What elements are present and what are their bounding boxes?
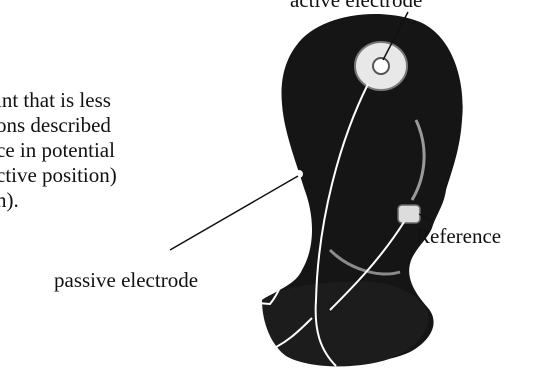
body-line-4: ctive position): [0, 163, 117, 187]
label-reference: Reference: [416, 224, 501, 248]
body-line-1: int that is less: [0, 88, 111, 112]
label-active-electrode: active electrode: [290, 0, 422, 12]
label-passive-electrode: passive electrode: [54, 268, 198, 292]
active-electrode-center: [373, 58, 389, 74]
body-line-3: ce in potential: [0, 138, 115, 162]
reference-electrode: [398, 205, 420, 223]
body-line-2: ons described: [0, 113, 111, 137]
body-line-5: n).: [0, 188, 19, 212]
passive-leader-line: [170, 176, 298, 250]
